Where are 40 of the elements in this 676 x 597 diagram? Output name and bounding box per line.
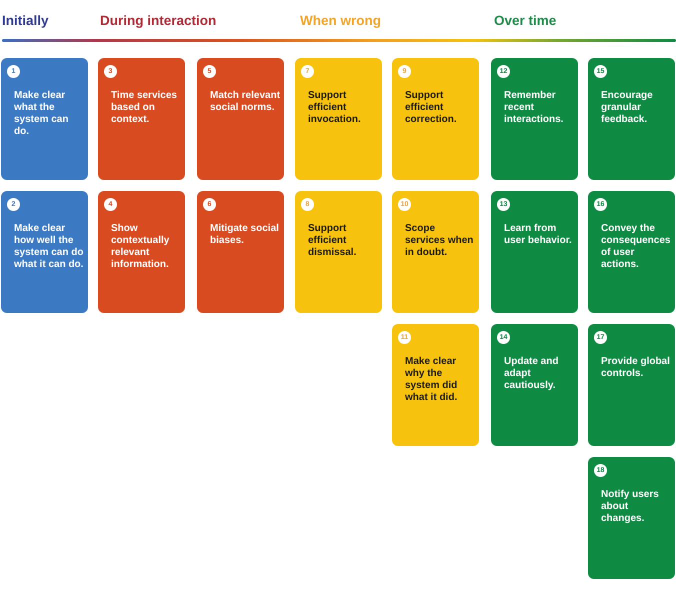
card-text: Show contextually relevant information.: [111, 223, 170, 271]
column-heading: Initially: [2, 12, 49, 30]
principle-card: [588, 324, 675, 446]
card-text: Match relevant social norms.: [210, 90, 282, 114]
principle-card: [392, 324, 479, 446]
card-text: Convey the consequences of user actions.: [601, 223, 672, 271]
card-text: Encourage granular feedback.: [601, 90, 654, 126]
card-text: Update and adapt cautiously.: [504, 356, 560, 392]
column-heading: Over time: [494, 12, 556, 30]
principle-card: [588, 58, 675, 180]
card-text: Make clear how well the system can do what it can do.: [14, 223, 84, 271]
card-text: Remember recent interactions.: [504, 90, 564, 126]
principle-card: [491, 324, 578, 446]
principle-card: [491, 58, 578, 180]
card-text: Mitigate social biases.: [210, 223, 280, 247]
principle-card: [98, 58, 185, 180]
principle-card: [588, 191, 675, 313]
card-text: Provide global controls.: [601, 356, 671, 380]
card-text: Notify users about changes.: [601, 489, 660, 525]
principle-card: [491, 191, 578, 313]
principle-card: [197, 191, 284, 313]
principle-card: [1, 191, 88, 313]
principle-card: [295, 58, 382, 180]
principle-card: [1, 58, 88, 180]
card-text: Scope services when in doubt.: [405, 223, 474, 259]
column-heading: When wrong: [300, 12, 381, 30]
principle-card: [588, 457, 675, 579]
card-text: Time services based on context.: [111, 90, 178, 126]
principle-card: [295, 191, 382, 313]
card-text: Support efficient correction.: [405, 90, 458, 126]
principle-card: [392, 191, 479, 313]
card-text: Support efficient dismissal.: [308, 223, 358, 259]
card-text: Support efficient invocation.: [308, 90, 362, 126]
card-text: Make clear what the system can do.: [14, 90, 70, 138]
card-text: Learn from user behavior.: [504, 223, 573, 247]
principle-card: [197, 58, 284, 180]
principle-card: [98, 191, 185, 313]
column-heading: During interaction: [100, 12, 216, 30]
principle-card: [392, 58, 479, 180]
card-text: Make clear why the system did what it did.: [405, 356, 458, 404]
